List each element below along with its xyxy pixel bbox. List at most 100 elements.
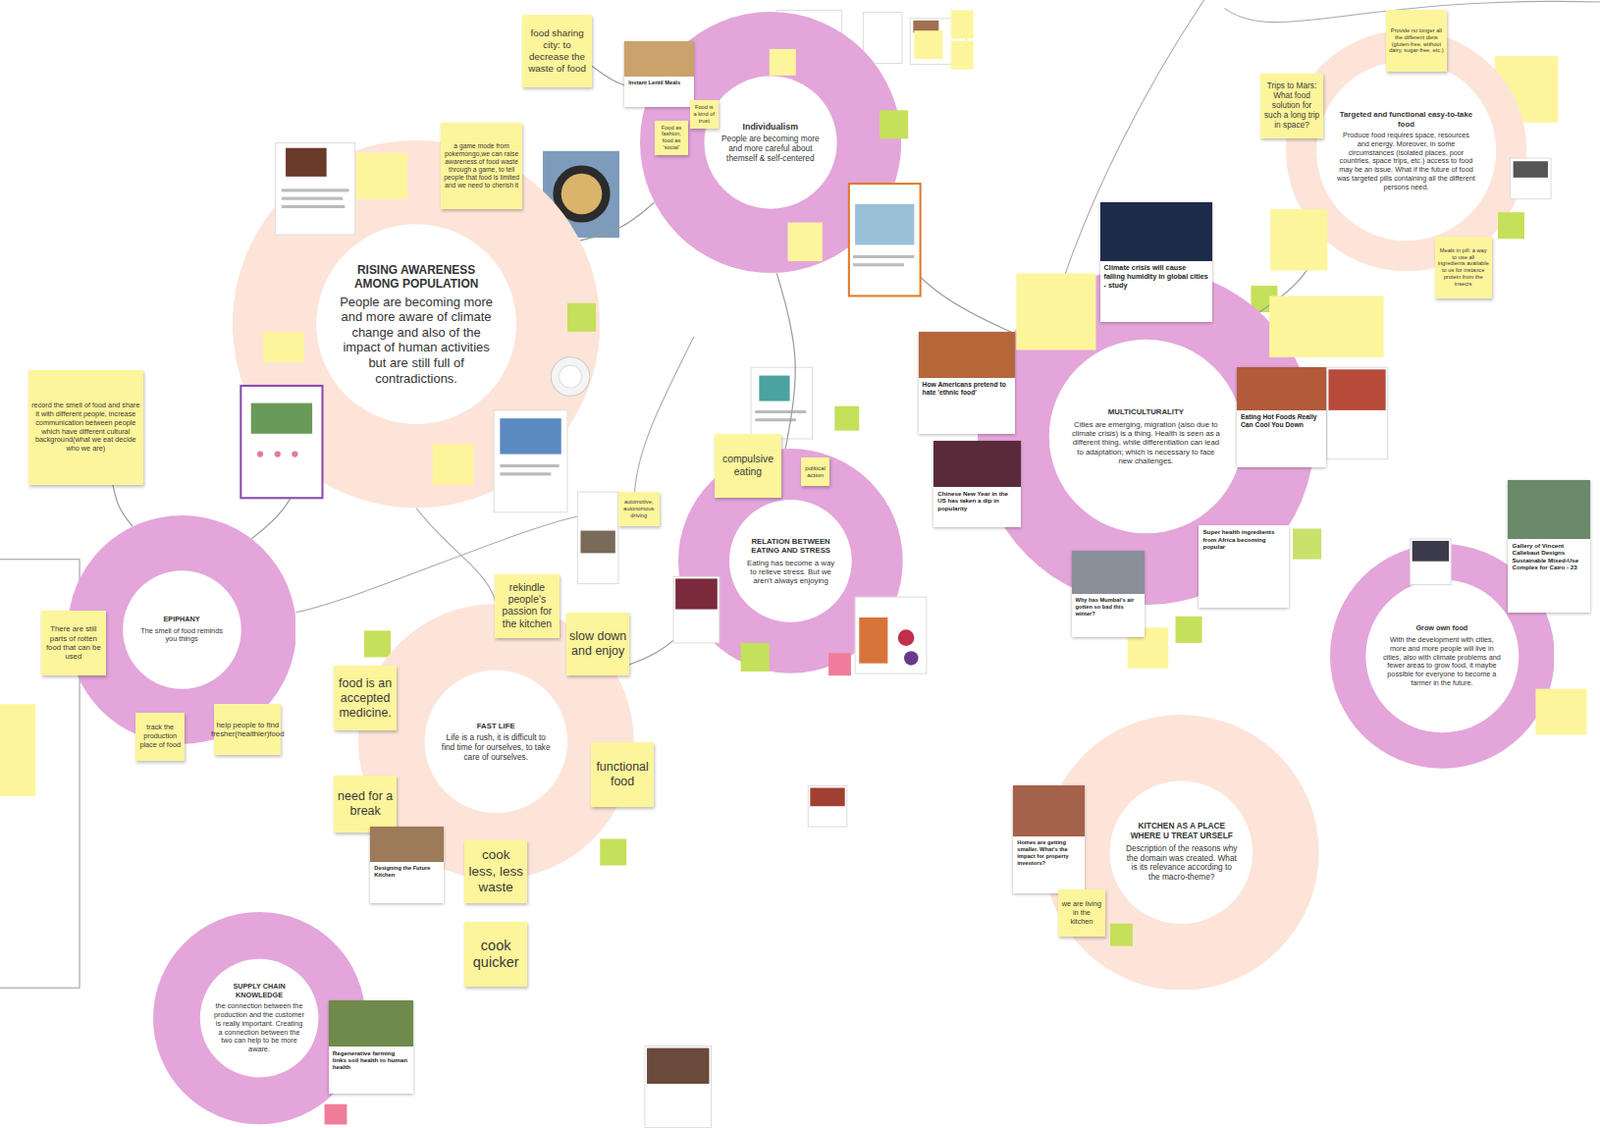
- trend-ring: Grow own foodWith the development with c…: [1330, 543, 1555, 769]
- trend-ring: FAST LIFE Life is a rush, it is difficult…: [358, 603, 635, 880]
- trend-ring: SUPPLY CHAIN KNOWLEDGEthe connection bet…: [153, 911, 366, 1124]
- card-title: Homes are getting smaller. What's the im…: [1013, 836, 1085, 869]
- small-sticky: [913, 30, 943, 59]
- card-title: Super health ingredients from Africa bec…: [1198, 525, 1288, 553]
- ring-body: the connection between the production an…: [213, 1002, 306, 1054]
- small-sticky: [769, 49, 797, 76]
- article-card: Regenerative farming links soil health t…: [328, 1000, 414, 1095]
- note-text: Trips to Mars: What food solution for su…: [1263, 81, 1321, 131]
- sticky-note: automotive, autonomous driving: [618, 491, 660, 527]
- card-outline: [644, 1045, 712, 1127]
- article-card: Homes are getting smaller. What's the im…: [1013, 785, 1085, 893]
- sticky-note: need for a break: [333, 775, 397, 833]
- card-outline: [750, 367, 812, 439]
- note-text: functional food: [593, 759, 651, 790]
- card-outline: [275, 143, 356, 236]
- small-sticky: [1270, 209, 1328, 270]
- green-square: [834, 406, 859, 431]
- green-square: [599, 838, 627, 865]
- article-card: Chinese New Year in the US has taken a d…: [933, 440, 1020, 528]
- airtag: [550, 357, 590, 397]
- dot: [274, 450, 281, 457]
- green-square: [879, 109, 908, 139]
- card-title: How Americans pretend to hate 'ethnic fo…: [918, 377, 1016, 400]
- trend-ring: KITCHEN AS A PLACE WHERE U TREAT URSELFD…: [1043, 714, 1320, 991]
- article-card: Designing the Future Kitchen: [370, 826, 444, 904]
- candy-jar: [858, 617, 888, 664]
- text-bar: [853, 263, 905, 267]
- sticky-note: help people to find fresher(healthier)fo…: [213, 703, 281, 755]
- ring-body: People are becoming more and more carefu…: [718, 134, 822, 164]
- note-text: track the production place of food: [138, 723, 182, 749]
- ring-band: [1043, 714, 1320, 991]
- card-image: [1513, 160, 1548, 178]
- note-text: compulsive eating: [717, 453, 780, 479]
- card-outline: [1410, 538, 1452, 586]
- ring-body: Description of the reasons why the domai…: [1125, 844, 1238, 884]
- note-text: automotive, autonomous driving: [621, 498, 657, 520]
- card-title: Chinese New Year in the US has taken a d…: [933, 486, 1020, 515]
- ring-core: [1365, 579, 1519, 733]
- text-bar: [754, 410, 806, 414]
- ring-core: [424, 670, 568, 814]
- card-image: [809, 787, 845, 806]
- pink-square: [828, 652, 852, 676]
- note-text: a game mode from pokemongo,we can raise …: [443, 142, 520, 191]
- ring-body: Life is a rush, it is difficult to find …: [439, 733, 552, 763]
- note-text: political action: [803, 464, 827, 480]
- note-text: There are still parts of rotten food tha…: [44, 624, 105, 661]
- text-bar: [281, 205, 345, 209]
- article-card: Why has Mumbai's air gotten so bad this …: [1071, 550, 1146, 637]
- article-card: Gallery of Vincent Callebaut Designs Sus…: [1507, 480, 1590, 613]
- sticky-note: Meals in pill: a way to use all ingredie…: [1435, 236, 1493, 298]
- card-image: [580, 531, 615, 554]
- card-image: [854, 204, 914, 246]
- connector: [873, 223, 1014, 334]
- text-bar: [499, 472, 551, 476]
- sticky-note: political action: [800, 457, 830, 486]
- ring-band: [232, 140, 600, 508]
- card-image: [1328, 369, 1386, 411]
- chart-image: [758, 375, 790, 402]
- note-text: slow down and enjoy: [569, 629, 627, 659]
- note-text: Food as fashion, food as 'social': [657, 124, 685, 152]
- framed-card: [849, 183, 921, 296]
- trend-ring: Targeted and functional easy-to-take foo…: [1285, 30, 1527, 271]
- text-bar: [281, 188, 350, 192]
- ring-core: [1049, 339, 1244, 534]
- card-outline: [1509, 158, 1551, 200]
- article-card: Eating Hot Foods Really Can Cool You Dow…: [1236, 367, 1327, 468]
- ring-body: Produce food requires space, resources a…: [1335, 131, 1477, 192]
- card-title: Designing the Future Kitchen: [370, 861, 444, 882]
- ring-heading: Targeted and functional easy-to-take foo…: [1335, 109, 1477, 129]
- connector: [251, 470, 305, 539]
- sticky-note: we are living in the kitchen: [1058, 889, 1106, 937]
- connector: [580, 202, 655, 241]
- ring-band: [678, 448, 904, 674]
- ring-body: With the development with cities, more a…: [1382, 636, 1502, 688]
- card-image: [918, 331, 1016, 378]
- card-title: Instant Lentil Meals: [624, 76, 694, 90]
- small-sticky: [951, 41, 974, 70]
- card-outline: [1326, 367, 1387, 460]
- trend-ring: IndividualismPeople are becoming more an…: [640, 11, 902, 273]
- ring-label: RELATION BETWEEN EATING AND STRESSEating…: [743, 536, 839, 587]
- sticky-note: cook less, less waste: [464, 840, 528, 904]
- ring-heading: FAST LIFE: [439, 721, 552, 731]
- sticky-note: cook quicker: [464, 921, 528, 988]
- ring-heading: KITCHEN AS A PLACE WHERE U TREAT URSELF: [1125, 821, 1238, 842]
- ring-body: The smell of food reminds you things: [135, 627, 228, 644]
- note-text: cook quicker: [467, 937, 525, 972]
- ring-heading: Individualism: [718, 121, 822, 133]
- card-image: [1013, 785, 1085, 837]
- ring-core: [1316, 60, 1496, 241]
- card-outline: [807, 785, 848, 827]
- card-image: [675, 578, 718, 609]
- small-sticky: [787, 222, 822, 263]
- ring-label: IndividualismPeople are becoming more an…: [718, 121, 822, 165]
- card-title: Gallery of Vincent Callebaut Designs Sus…: [1507, 538, 1590, 575]
- card-image: [1507, 480, 1590, 539]
- connector: [776, 272, 796, 449]
- note-text: cook less, less waste: [467, 847, 525, 896]
- card-title: Eating Hot Foods Really Can Cool You Dow…: [1236, 410, 1327, 432]
